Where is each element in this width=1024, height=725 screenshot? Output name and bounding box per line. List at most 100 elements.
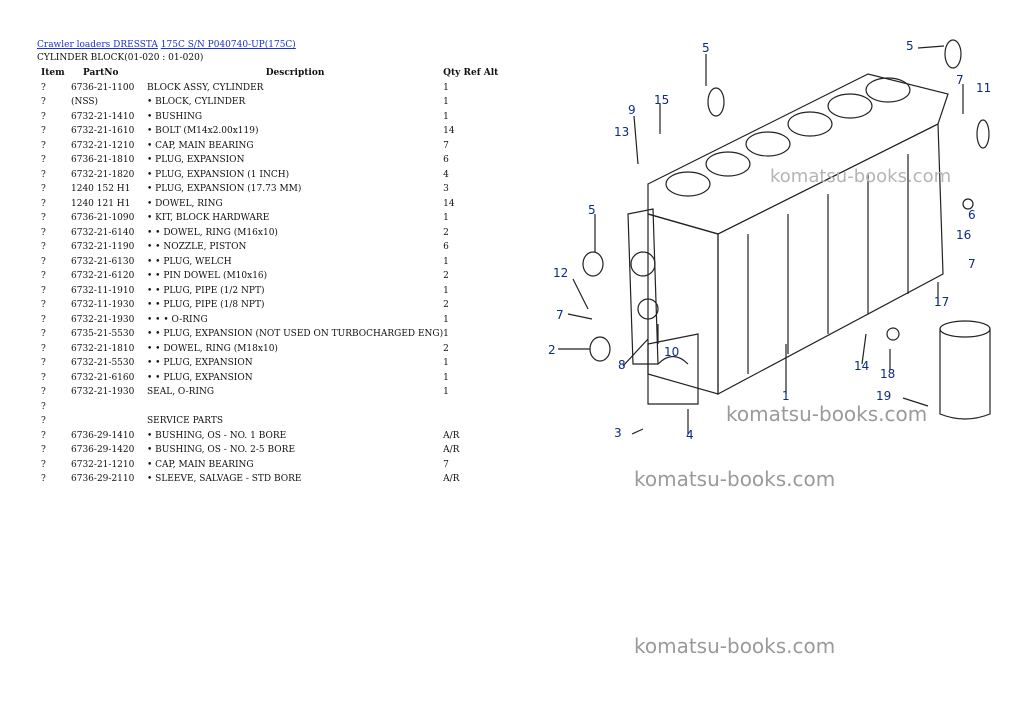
row-qty: 1 bbox=[443, 285, 449, 296]
row-partno bbox=[71, 400, 147, 415]
row-partno: 6732-21-1210 bbox=[71, 459, 135, 470]
callout-number: 6 bbox=[968, 208, 976, 222]
row-description: • PLUG, EXPANSION bbox=[147, 155, 245, 166]
row-qty: 6 bbox=[443, 155, 449, 166]
row-qty: 7 bbox=[443, 140, 449, 151]
row-description: • CAP, MAIN BEARING bbox=[147, 459, 254, 470]
row-item: ? bbox=[41, 155, 46, 166]
watermark: komatsu-books.com bbox=[726, 402, 928, 426]
row-description: • • PLUG, EXPANSION (NOT USED ON TURBOCH… bbox=[147, 329, 444, 340]
row-partno: 6732-21-6120 bbox=[71, 271, 135, 282]
row-qty: 1 bbox=[443, 82, 449, 93]
callout-number: 4 bbox=[686, 428, 694, 442]
row-item: ? bbox=[41, 300, 46, 311]
callout-number: 7 bbox=[968, 257, 976, 271]
row-item: ? bbox=[41, 314, 46, 325]
row-qty: 1 bbox=[443, 329, 449, 340]
row-qty: 7 bbox=[443, 459, 449, 470]
header-partno: PartNo bbox=[83, 68, 119, 79]
row-partno: 6736-29-1420 bbox=[71, 445, 135, 456]
row-partno: 6732-21-6130 bbox=[71, 256, 135, 267]
header-item: Item bbox=[41, 68, 65, 79]
row-item: ? bbox=[41, 271, 46, 282]
row-partno: 6732-21-1210 bbox=[71, 140, 135, 151]
row-qty: 6 bbox=[443, 242, 449, 253]
callout-number: 2 bbox=[548, 343, 556, 357]
row-qty bbox=[443, 414, 498, 429]
liner-sleeve bbox=[939, 329, 991, 420]
row-description: SEAL, O-RING bbox=[147, 387, 215, 398]
table-row: ?6732-21-6120• • PIN DOWEL (M10x16)2 bbox=[37, 269, 498, 284]
row-item: ? bbox=[41, 358, 46, 369]
table-row: ?6732-11-1930• • PLUG, PIPE (1/8 NPT)2 bbox=[37, 298, 498, 313]
callout-number: 5 bbox=[702, 41, 710, 55]
row-qty bbox=[443, 400, 498, 415]
row-item: ? bbox=[41, 387, 46, 398]
row-partno: 6732-21-5530 bbox=[71, 358, 135, 369]
row-description: • • PLUG, PIPE (1/8 NPT) bbox=[147, 300, 265, 311]
callout-number: 16 bbox=[956, 228, 971, 242]
row-description: • DOWEL, RING bbox=[147, 198, 223, 209]
row-description: • CAP, MAIN BEARING bbox=[147, 140, 254, 151]
row-description: • PLUG, EXPANSION (1 INCH) bbox=[147, 169, 290, 180]
row-item: ? bbox=[41, 445, 46, 456]
row-item: ? bbox=[41, 242, 46, 253]
row-partno: 6732-11-1910 bbox=[71, 285, 135, 296]
row-partno: 6732-21-1190 bbox=[71, 242, 135, 253]
callout-number: 5 bbox=[906, 39, 914, 53]
row-item: ? bbox=[41, 140, 46, 151]
row-description: • BUSHING, OS - NO. 2-5 BORE bbox=[147, 445, 296, 456]
table-row: ? bbox=[37, 400, 498, 415]
table-row: ?6732-21-1820• PLUG, EXPANSION (1 INCH)4 bbox=[37, 168, 498, 183]
row-partno bbox=[71, 414, 147, 429]
row-description: • KIT, BLOCK HARDWARE bbox=[147, 213, 270, 224]
row-description: • BOLT (M14x2.00x119) bbox=[147, 126, 259, 137]
row-qty: 2 bbox=[443, 343, 449, 354]
breadcrumb-link-serial[interactable]: 175C S/N P040740-UP(175C) bbox=[160, 40, 296, 50]
table-row: ?6732-11-1910• • PLUG, PIPE (1/2 NPT)1 bbox=[37, 284, 498, 299]
row-partno: 6732-21-6160 bbox=[71, 372, 135, 383]
row-item: ? bbox=[41, 184, 46, 195]
breadcrumb-link-model[interactable]: Crawler loaders DRESSTA bbox=[37, 40, 158, 50]
header-description: Description bbox=[265, 68, 325, 79]
row-description: • BUSHING bbox=[147, 111, 203, 122]
row-item: ? bbox=[41, 213, 46, 224]
row-description: • PLUG, EXPANSION (17.73 MM) bbox=[147, 184, 302, 195]
row-item: ? bbox=[41, 285, 46, 296]
table-row: ?6732-21-1610• BOLT (M14x2.00x119)14 bbox=[37, 124, 498, 139]
block-top-deck bbox=[647, 73, 949, 235]
callout-number: 13 bbox=[614, 125, 629, 139]
row-qty: A/R bbox=[443, 474, 460, 485]
row-description: • BLOCK, CYLINDER bbox=[147, 97, 246, 108]
header-qty: Qty Ref Alt bbox=[443, 68, 499, 79]
callout-number: 7 bbox=[556, 308, 564, 322]
callout-number: 10 bbox=[664, 345, 679, 359]
row-description: • • PIN DOWEL (M10x16) bbox=[147, 271, 268, 282]
row-qty: A/R bbox=[443, 430, 460, 441]
table-row: ?SERVICE PARTS bbox=[37, 414, 498, 429]
row-qty: 14 bbox=[443, 198, 455, 209]
row-description bbox=[147, 400, 443, 415]
row-partno: 1240 121 H1 bbox=[71, 198, 131, 209]
row-item: ? bbox=[41, 416, 46, 427]
row-item: ? bbox=[41, 169, 46, 180]
callout-number: 3 bbox=[614, 426, 622, 440]
table-row: ? 6736-29-1420 • BUSHING, OS - NO. 2-5 BOR… bbox=[37, 443, 498, 458]
row-qty: 1 bbox=[443, 213, 449, 224]
row-description: • • PLUG, EXPANSION bbox=[147, 358, 253, 369]
callout-number: 7 bbox=[956, 73, 964, 87]
row-item: ? bbox=[41, 372, 46, 383]
row-description: • • DOWEL, RING (M16x10) bbox=[147, 227, 278, 238]
